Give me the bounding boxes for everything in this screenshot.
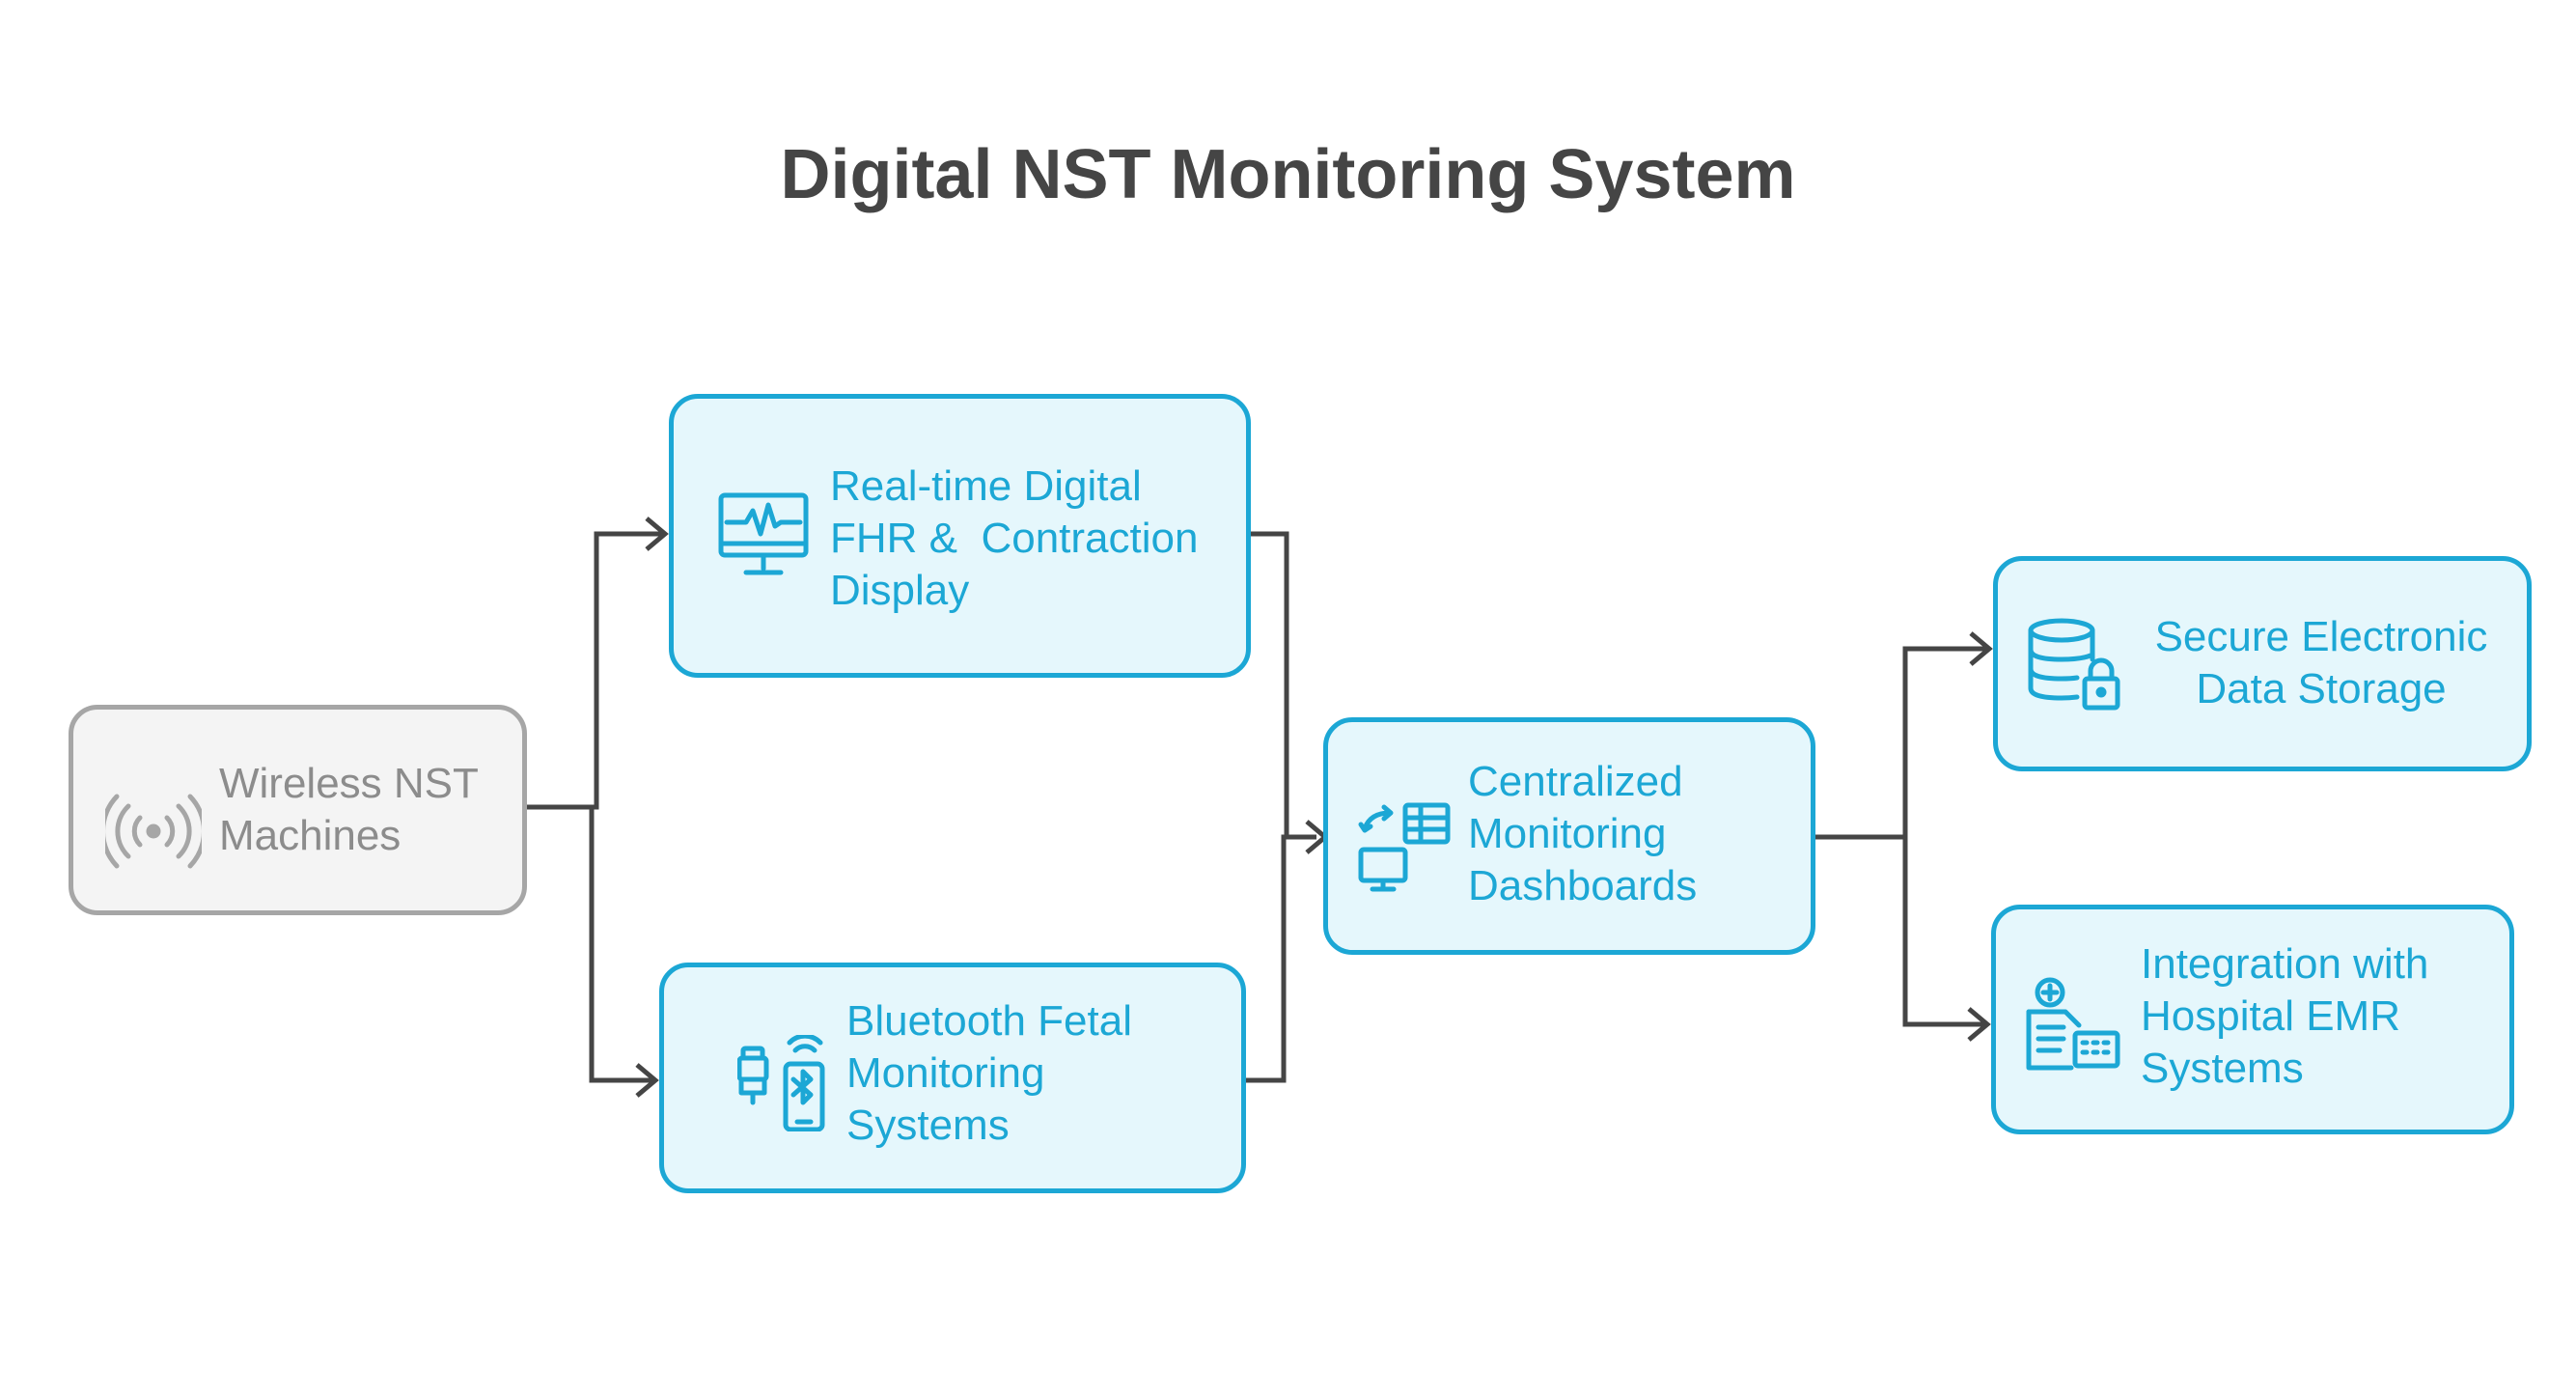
connector-realtime-to-dashboards bbox=[1243, 531, 1316, 840]
wireless-signal-icon bbox=[105, 794, 202, 869]
diagram-title: Digital NST Monitoring System bbox=[780, 136, 1796, 213]
secure-database-icon bbox=[2028, 618, 2120, 711]
node-label-storage: Secure Electronic Data Storage bbox=[2154, 613, 2488, 712]
node-bluetooth-monitoring[interactable]: Bluetooth Fetal Monitoring Systems bbox=[659, 963, 1246, 1193]
node-label-wireless: Wireless NST Machines bbox=[219, 760, 479, 859]
arrowhead-emr bbox=[1967, 1007, 1991, 1042]
node-secure-storage[interactable]: Secure Electronic Data Storage bbox=[1993, 556, 2532, 771]
node-label-dashboards: Centralized Monitoring Dashboards bbox=[1468, 758, 1698, 909]
connector-dashboards-to-storage bbox=[1813, 646, 1986, 840]
connector-wireless-to-bluetooth bbox=[524, 804, 652, 1083]
connector-wireless-to-realtime bbox=[524, 531, 662, 810]
connector-dashboards-to-emr bbox=[1813, 834, 1984, 1027]
node-realtime-display[interactable]: Real-time Digital FHR & Contraction Disp… bbox=[669, 394, 1251, 678]
arrowhead-bluetooth bbox=[635, 1063, 659, 1098]
medical-record-icon bbox=[2026, 977, 2120, 1071]
arrowhead-realtime bbox=[645, 517, 669, 551]
bluetooth-device-icon bbox=[737, 1035, 825, 1131]
arrowhead-storage bbox=[1969, 631, 1993, 666]
node-label-bluetooth: Bluetooth Fetal Monitoring Systems bbox=[846, 997, 1132, 1149]
node-wireless-nst-machines[interactable]: Wireless NST Machines bbox=[69, 705, 527, 915]
heart-monitor-icon bbox=[718, 492, 809, 575]
node-centralized-dashboards[interactable]: Centralized Monitoring Dashboards bbox=[1323, 717, 1815, 955]
node-label-realtime: Real-time Digital FHR & Contraction Disp… bbox=[830, 462, 1199, 614]
dashboard-sync-icon bbox=[1358, 802, 1451, 892]
connector-bluetooth-to-dashboards bbox=[1238, 834, 1316, 1083]
node-emr-integration[interactable]: Integration with Hospital EMR Systems bbox=[1991, 905, 2514, 1134]
node-label-emr: Integration with Hospital EMR Systems bbox=[2141, 940, 2429, 1092]
